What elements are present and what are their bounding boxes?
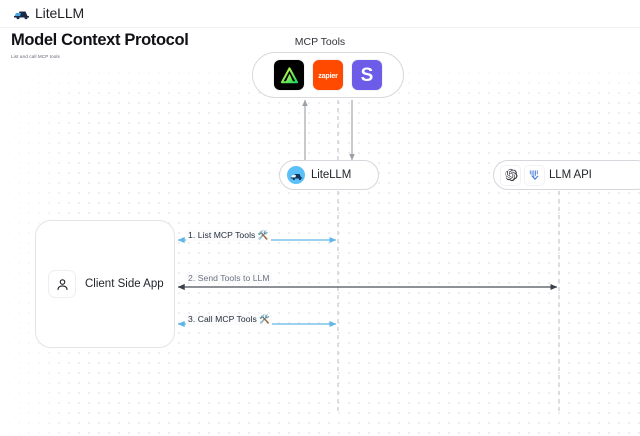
user-icon [48, 270, 76, 298]
slack-letter: S [360, 64, 374, 86]
zapier-tool-icon[interactable]: zapier [313, 60, 343, 90]
triangle-glyph [280, 66, 298, 83]
brand[interactable]: LiteLLM [13, 5, 84, 21]
client-node-label: Client Side App [85, 278, 164, 290]
openai-icon [501, 165, 520, 185]
zapier-wordmark: zapier [318, 70, 338, 80]
brand-name: LiteLLM [35, 5, 85, 21]
edge-label-1: 1. List MCP Tools 🛠️ [186, 230, 271, 241]
anthropic-glyph [529, 170, 539, 180]
top-bar: LiteLLM [0, 0, 640, 28]
litellm-node-label: LiteLLM [311, 169, 352, 181]
node-llm-api[interactable]: LLM API [493, 160, 640, 190]
litellm-avatar-icon [287, 166, 305, 184]
mcp-tools-group[interactable]: zapier S [252, 52, 404, 98]
page-title: Model Context Protocol [11, 31, 189, 49]
slack-tool-icon[interactable]: S [352, 60, 382, 90]
page-subtitle: List and call MCP tools [11, 54, 60, 59]
openai-glyph [504, 168, 517, 182]
node-client-side-app[interactable]: Client Side App [35, 220, 175, 348]
node-litellm[interactable]: LiteLLM [279, 160, 379, 190]
triangle-tool-icon[interactable] [274, 60, 304, 90]
llm-api-node-label: LLM API [549, 169, 592, 181]
litellm-avatar-glyph [290, 173, 302, 180]
edge-label-3: 3. Call MCP Tools 🛠️ [186, 314, 273, 325]
anthropic-icon [525, 165, 544, 185]
user-glyph [56, 278, 68, 290]
edge-label-2: 2. Send Tools to LLM [186, 273, 272, 283]
litellm-logo-icon [14, 11, 29, 20]
mcp-tools-label: MCP Tools [294, 36, 346, 48]
